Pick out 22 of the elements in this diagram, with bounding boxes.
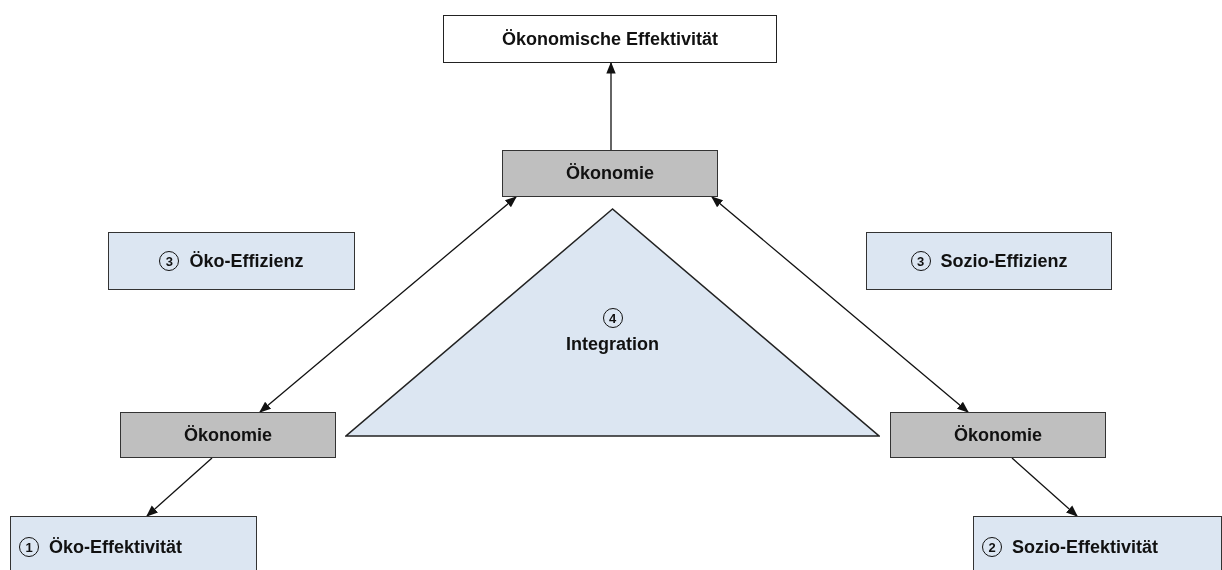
arrow [711,196,969,413]
node-label: Integration [566,334,659,355]
effectiveness-box [973,516,1222,570]
arrow [259,196,517,413]
node-label: Öko-Effektivität [49,536,183,558]
node-label: Ökonomie [184,424,272,446]
node-label: Ökonomie [566,163,654,184]
arrow [146,457,213,517]
node-label: Sozio-Effizienz [940,250,1068,272]
dimension-box [120,412,336,458]
node-label: Sozio-Effektivität [1012,536,1158,558]
arrow [1011,457,1078,517]
arrow [606,61,616,151]
dimension-box [890,412,1106,458]
node-label: Ökonomie [954,424,1042,446]
dimension-box [502,150,718,197]
node-label: Ökonomische Effektivität [501,28,719,50]
node-label: Öko-Effizienz [189,250,304,272]
efficiency-box [866,232,1112,290]
result-box [443,15,777,63]
efficiency-box [108,232,355,290]
effectiveness-box [10,516,257,570]
